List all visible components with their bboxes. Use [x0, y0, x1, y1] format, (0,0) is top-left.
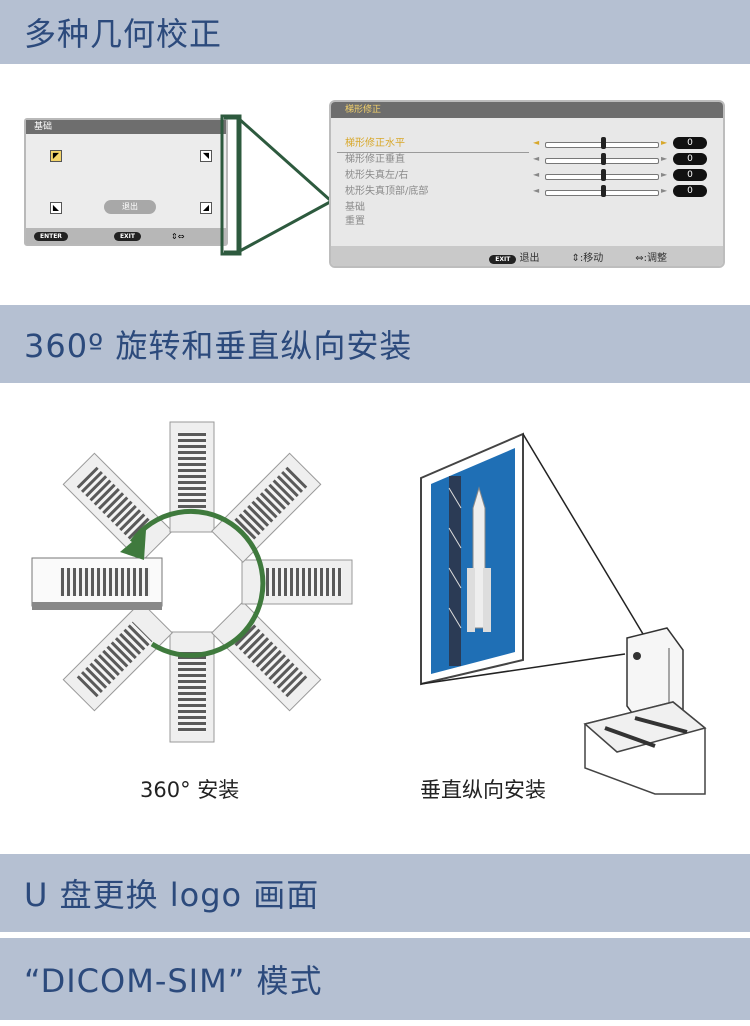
enter-key-chip: ENTER — [34, 231, 68, 241]
slider-thumb[interactable] — [601, 153, 606, 165]
slider-row[interactable]: ◄ ► 0 — [531, 184, 711, 200]
callout-connector — [224, 116, 331, 254]
projector-front — [31, 557, 163, 610]
basic-menu-footer: ENTER EXIT ⇕⇔ — [26, 228, 226, 244]
menu-item-keystone-vertical[interactable]: 梯形修正垂直 — [345, 154, 405, 165]
section-header-rotation: 360º 旋转和垂直纵向安装 — [0, 305, 750, 383]
slider-row[interactable]: ◄ ► 0 — [531, 168, 711, 184]
slider-thumb[interactable] — [601, 185, 606, 197]
footer-exit: EXIT 退出 — [489, 249, 540, 264]
slider-value: 0 — [673, 137, 707, 149]
corner-bottom-left-icon: ◣ — [50, 202, 62, 214]
section-title: “DICOM-SIM” 模式 — [24, 962, 323, 1000]
slider-value: 0 — [673, 153, 707, 165]
rocket — [467, 486, 491, 632]
exit-key-chip: EXIT — [113, 231, 141, 241]
slider-thumb[interactable] — [601, 169, 606, 181]
projection-line-bottom — [420, 653, 626, 685]
projector-bottom — [169, 421, 215, 533]
menu-item-pincushion-tb[interactable]: 枕形失真顶部/底部 — [345, 186, 429, 197]
arrow-right-icon: ► — [661, 154, 668, 163]
caption-portrait-install: 垂直纵向安装 — [420, 778, 546, 802]
keystone-sliders: ◄ ► 0 ◄ ► 0 ◄ ► 0 ◄ ► 0 — [531, 136, 711, 200]
footer-exit-label: 退出 — [519, 252, 540, 264]
section-header-dicom: “DICOM-SIM” 模式 — [0, 938, 750, 1020]
arrow-right-icon: ► — [661, 138, 668, 147]
rotation-illustration — [31, 421, 353, 743]
section-title: U 盘更换 logo 画面 — [24, 876, 320, 914]
section-header-usb-logo: U 盘更换 logo 画面 — [0, 854, 750, 932]
arrow-left-icon: ◄ — [533, 186, 540, 195]
exit-key-chip: EXIT — [489, 254, 517, 264]
rocket-launch-tower — [448, 476, 462, 666]
menu-item-keystone-horizontal[interactable]: 梯形修正水平 — [336, 136, 530, 153]
section-title: 多种几何校正 — [24, 15, 223, 53]
footer-move-label: ⇕:移动 — [571, 252, 604, 264]
keystone-menu-panel: 梯形修正 梯形修正水平 梯形修正垂直 枕形失真左/右 枕形失真顶部/底部 基础 … — [329, 100, 725, 268]
slider-value: 0 — [673, 169, 707, 181]
basic-menu-title: 基础 — [26, 120, 226, 134]
projector-top-right — [62, 601, 173, 712]
section-header-geometric-correction: 多种几何校正 — [0, 0, 750, 64]
mount-stand — [583, 701, 707, 795]
projector-bottom-left — [62, 452, 173, 563]
arrow-left-icon: ◄ — [533, 138, 540, 147]
caption-360-install: 360° 安装 — [140, 778, 240, 802]
callout-lines — [220, 114, 331, 256]
arrow-right-icon: ► — [661, 186, 668, 195]
section-title: 360º 旋转和垂直纵向安装 — [24, 327, 413, 365]
keystone-menu-title: 梯形修正 — [331, 102, 723, 118]
menu-item-reset[interactable]: 重置 — [345, 216, 365, 227]
slider-value: 0 — [673, 185, 707, 197]
basic-exit-button[interactable]: 退出 — [104, 200, 156, 214]
corner-bottom-right-icon: ◢ — [200, 202, 212, 214]
projection-line-top — [522, 433, 656, 655]
projector-top-left — [211, 601, 322, 712]
slider-row[interactable]: ◄ ► 0 — [531, 152, 711, 168]
corner-top-right-icon: ◥ — [200, 150, 212, 162]
slider-thumb[interactable] — [601, 137, 606, 149]
corner-top-left-icon: ◤ — [50, 150, 62, 162]
projector-bottom-right — [211, 452, 322, 563]
arrow-left-icon: ◄ — [533, 170, 540, 179]
rotation-arrow — [129, 508, 266, 658]
slider-row[interactable]: ◄ ► 0 — [531, 136, 711, 152]
rotation-arrowhead-icon — [120, 530, 146, 560]
arrow-left-icon: ◄ — [533, 154, 540, 163]
basic-menu-panel: 基础 ◤ ◥ ◣ ◢ 退出 ENTER EXIT ⇕⇔ — [24, 118, 228, 246]
menu-item-pincushion-lr[interactable]: 枕形失真左/右 — [345, 170, 409, 181]
callout-bracket — [220, 114, 242, 256]
menu-item-basic[interactable]: 基础 — [345, 202, 365, 213]
nav-arrows-hint: ⇕⇔ — [171, 231, 185, 241]
footer-adjust-label: ⇔:调整 — [635, 252, 667, 264]
keystone-menu-footer: EXIT 退出 ⇕:移动 ⇔:调整 — [331, 246, 723, 266]
arrow-right-icon: ► — [661, 170, 668, 179]
portrait-illustration — [420, 432, 707, 795]
keystone-menu-items: 梯形修正水平 梯形修正垂直 枕形失真左/右 枕形失真顶部/底部 基础 重置 — [336, 136, 530, 230]
projector-top — [169, 631, 215, 743]
